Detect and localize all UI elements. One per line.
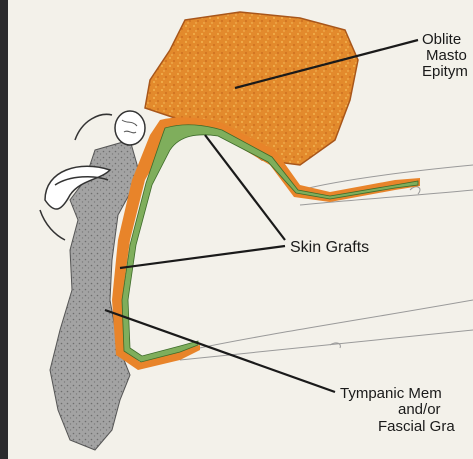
label-obliterated-line1: Oblite [422,31,461,48]
label-skin-grafts: Skin Grafts [290,239,369,256]
frame-left-edge [0,0,8,459]
label-tympanic-line1: Tympanic Mem [340,385,442,402]
mastoid-cell-icon [115,111,145,145]
label-obliterated-line3: Epitym [422,63,468,80]
label-tympanic-line2: and/or [398,401,441,418]
label-obliterated-line2: Masto [426,47,467,64]
label-tympanic-line3: Fascial Gra [378,418,455,435]
